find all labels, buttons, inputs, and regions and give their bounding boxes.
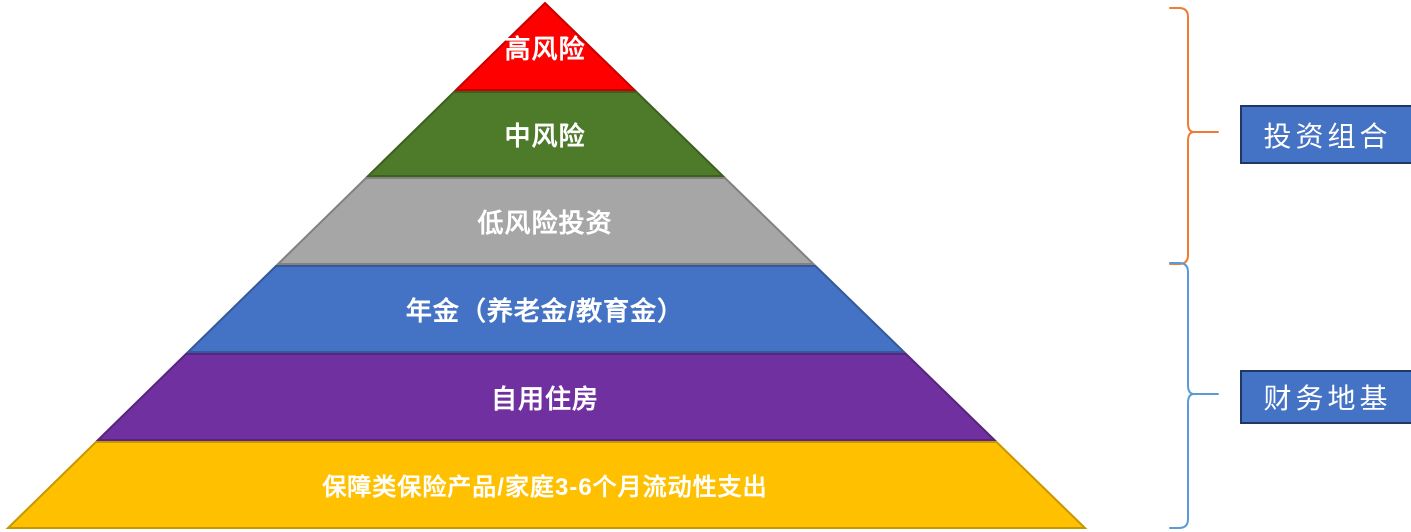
tier-annuity[interactable] (185, 265, 907, 353)
callout-portfolio-label: 投资组合 (1263, 119, 1392, 153)
tier-protection[interactable] (5, 441, 1088, 529)
tier-low-risk[interactable] (275, 177, 816, 265)
tier-high-risk[interactable] (453, 1, 637, 91)
tier-own-home[interactable] (95, 353, 997, 441)
tier-mid-risk[interactable] (365, 91, 726, 177)
callout-foundation[interactable]: 财务地基 (1240, 370, 1411, 424)
callout-portfolio[interactable]: 投资组合 (1240, 105, 1411, 164)
callout-foundation-label: 财务地基 (1263, 382, 1392, 415)
